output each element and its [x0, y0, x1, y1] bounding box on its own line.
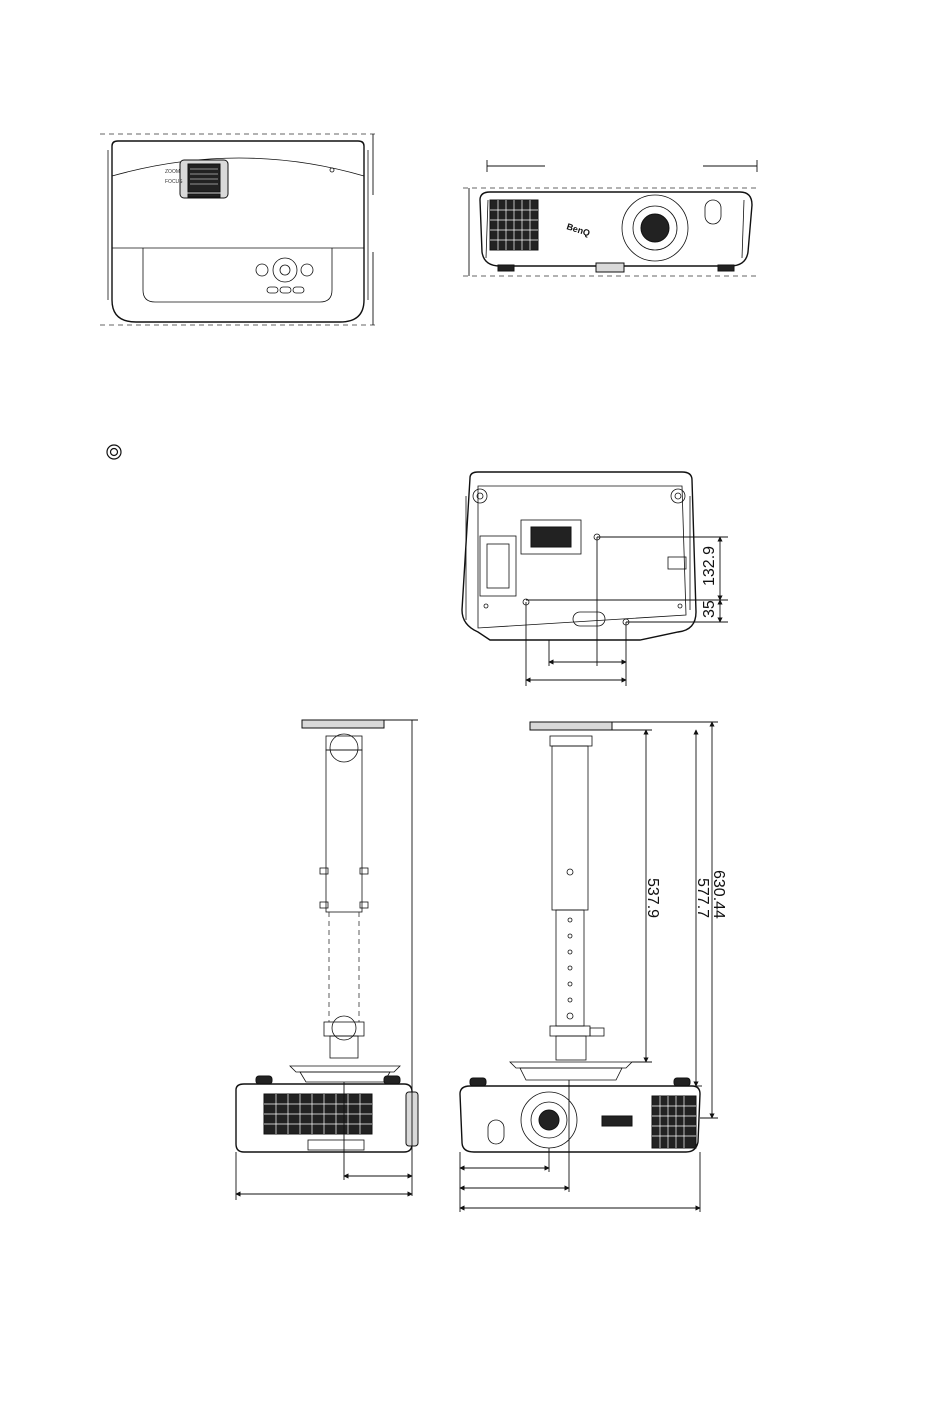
dimension-label-35: 35 — [701, 600, 718, 618]
projector-front-view: BenQ — [463, 160, 757, 276]
dimension-label-630-44: 630.44 — [710, 870, 727, 919]
dimension-label-577-7: 577.7 — [694, 878, 711, 918]
ceiling-mount-front-view: 537.9 577.7 630.44 — [460, 722, 727, 1212]
svg-text:FOCUS: FOCUS — [165, 179, 183, 185]
dimension-label-132-9: 132.9 — [701, 546, 718, 586]
ceiling-mount-side-view — [236, 720, 418, 1200]
projector-top-view: ZOOM FOCUS — [100, 134, 378, 325]
svg-text:ZOOM: ZOOM — [165, 169, 180, 175]
dimension-label-537-9: 537.9 — [644, 878, 661, 918]
projector-bottom-view: 132.9 35 — [462, 472, 728, 686]
circle-target-icon — [107, 445, 121, 459]
